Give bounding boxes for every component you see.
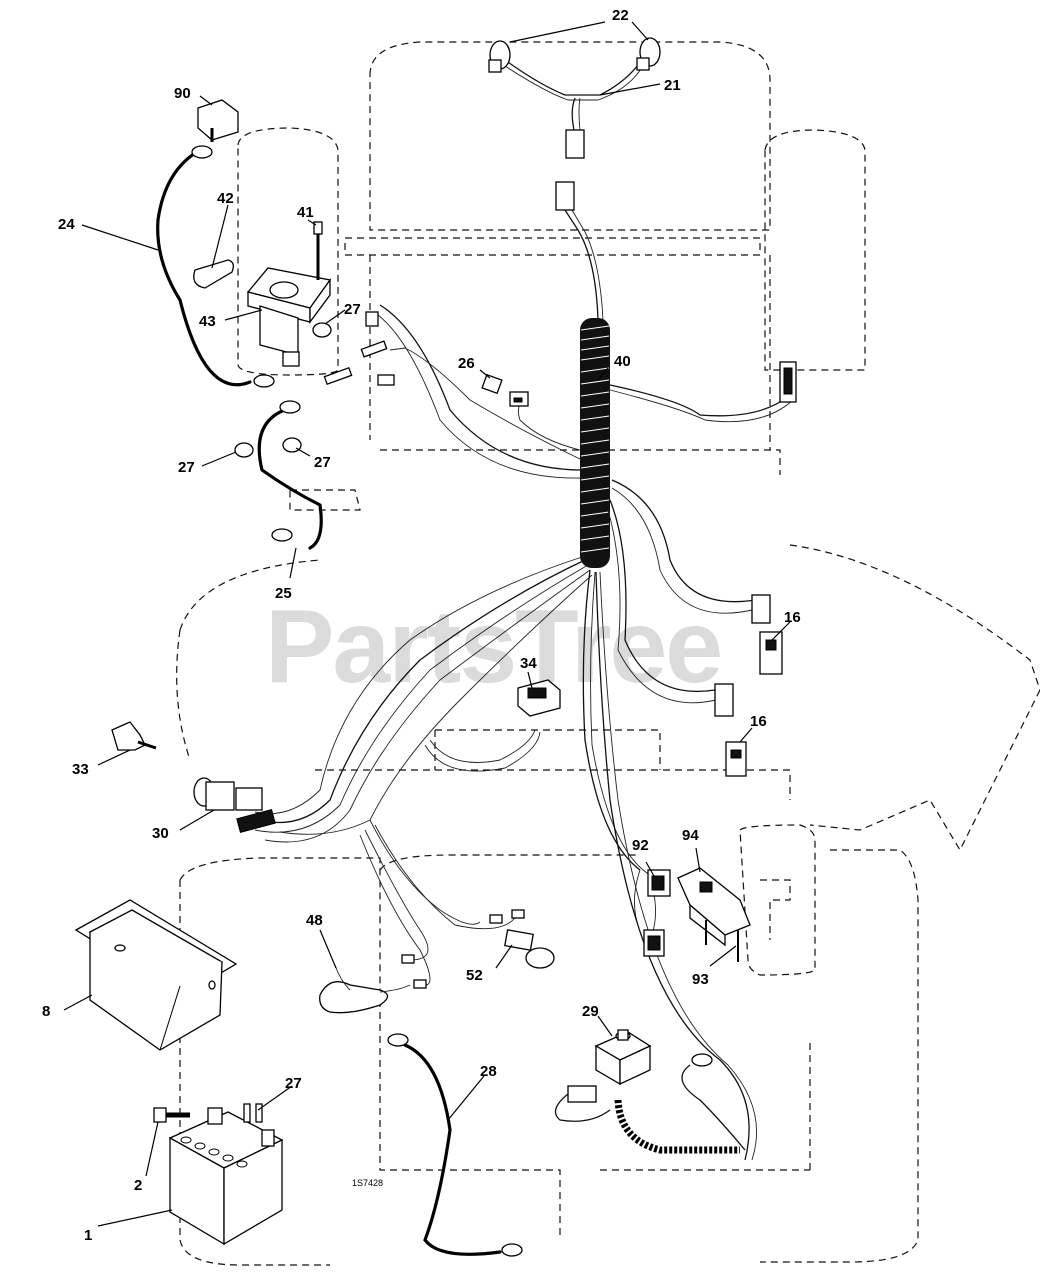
leader-lines [63, 21, 791, 1227]
connector-16-lower [714, 683, 747, 777]
callout-41: 41 [297, 204, 314, 221]
left-headlight-bulb [488, 40, 511, 73]
corrugated-loom [580, 318, 610, 568]
cable-25-ring-terminals [271, 400, 301, 542]
coiled-wire [614, 1053, 746, 1154]
callout-24: 24 [58, 216, 75, 233]
solenoid-bolt [313, 221, 323, 280]
callout-26: 26 [458, 355, 475, 372]
callout-25: 25 [275, 585, 292, 602]
solenoid-terminals [323, 311, 395, 386]
headlight-connector [565, 129, 585, 159]
main-harness [254, 209, 796, 1161]
callout-30: 30 [152, 825, 169, 842]
solenoid [246, 267, 332, 367]
watermark: PartsTree [265, 589, 721, 705]
callout-29: 29 [582, 1003, 599, 1020]
drawing-code: 1S7428 [352, 1178, 383, 1188]
callout-34: 34 [520, 655, 537, 672]
callout-22: 22 [612, 7, 629, 24]
callout-8: 8 [42, 1003, 50, 1020]
cable-24-ring-terminals [191, 145, 275, 388]
connector-16-upper [751, 594, 783, 675]
seat-switch-29 [554, 1029, 652, 1122]
screws-93 [705, 920, 739, 962]
callout-92: 92 [632, 837, 649, 854]
callout-1: 1 [84, 1227, 92, 1244]
callout-16-upper: 16 [784, 609, 801, 626]
headlight-harness [488, 37, 661, 211]
callout-21: 21 [664, 77, 681, 94]
callout-40: 40 [614, 353, 631, 370]
battery-nut-27 [243, 1103, 263, 1123]
lamp-52 [489, 909, 555, 969]
callout-27-right: 27 [314, 454, 331, 471]
switch-bracket-94 [677, 867, 751, 947]
callout-16-lower: 16 [750, 713, 767, 730]
callout-27-upper: 27 [344, 301, 361, 318]
callout-27-left: 27 [178, 459, 195, 476]
ignition-key [111, 721, 157, 751]
battery-box [74, 899, 238, 1051]
callout-90: 90 [174, 85, 191, 102]
battery [168, 1111, 284, 1246]
solenoid-boot [193, 259, 234, 289]
callout-48: 48 [306, 912, 323, 929]
callout-52: 52 [466, 967, 483, 984]
callout-93: 93 [692, 971, 709, 988]
fuse-holder [481, 373, 529, 407]
harness-headlight-connector [555, 181, 575, 211]
pto-switch-92 [643, 869, 671, 957]
starter-solenoid-group [156, 99, 395, 550]
callout-2: 2 [134, 1177, 142, 1194]
ignition-switch [193, 777, 276, 834]
terminal-boot-90 [197, 99, 239, 142]
switch-34 [517, 679, 561, 717]
battery-cable-28 [387, 1033, 523, 1257]
callout-labels: 22 21 90 24 42 41 43 27 26 40 27 27 25 1… [42, 7, 801, 1244]
callout-43: 43 [199, 313, 216, 330]
seat-switch-connector [779, 361, 797, 403]
tractor-outline [176, 41, 1040, 1266]
callout-42: 42 [217, 190, 234, 207]
battery-bolt [153, 1107, 223, 1125]
callout-27-battery: 27 [285, 1075, 302, 1092]
callout-94: 94 [682, 827, 699, 844]
lamp-48 [319, 954, 427, 1014]
callout-33: 33 [72, 761, 89, 778]
right-headlight-bulb [636, 37, 661, 71]
callout-28: 28 [480, 1063, 497, 1080]
